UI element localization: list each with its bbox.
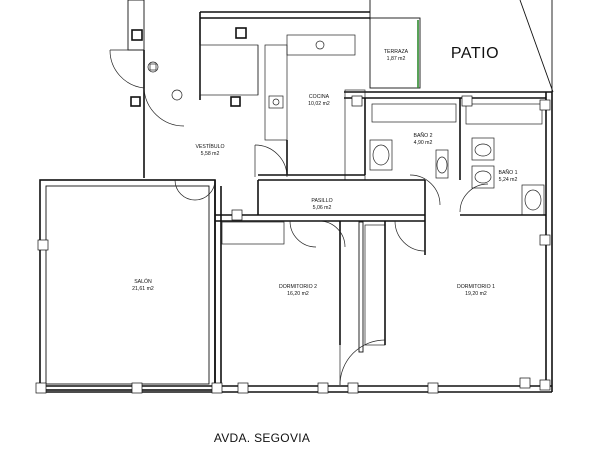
salon-area: 21,61 m2	[132, 286, 154, 292]
bano1-fixtures	[459, 103, 546, 216]
bano1-area: 5,24 m2	[499, 177, 518, 183]
cocina-area: 10,02 m2	[308, 101, 330, 107]
exterior-walls	[39, 0, 553, 393]
dormitorio1-area: 19,20 m2	[465, 291, 487, 297]
terraza-area	[369, 17, 421, 89]
interior-walls	[214, 179, 426, 392]
vestibulo-fixtures	[109, 49, 288, 178]
salon-name: SALÓN	[134, 278, 152, 285]
facade-windows	[35, 95, 551, 394]
terraza-area-value: 1,87 m2	[387, 56, 406, 62]
bano2-name: BAÑO 2	[413, 132, 432, 139]
patio-label: PATIO	[451, 45, 499, 62]
bano1-name: BAÑO 1	[498, 169, 517, 176]
vestibulo-area: 5,58 m2	[201, 151, 220, 157]
bano2-area: 4,90 m2	[414, 140, 433, 146]
vestibulo-name: VESTÍBULO	[195, 143, 224, 150]
terraza-name: TERRAZA	[384, 49, 409, 55]
patio-boundary	[369, 0, 554, 93]
dormitorio2-area: 16,20 m2	[287, 291, 309, 297]
pasillo-name: PASILLO	[311, 198, 332, 204]
cocina-name: COCINA	[309, 94, 330, 100]
room-labels: COCINA 10,02 m2 TERRAZA 1,87 m2 BAÑO 2 4…	[132, 45, 517, 445]
street-label: AVDA. SEGOVIA	[214, 431, 310, 445]
kitchen-fixtures	[199, 27, 366, 181]
interior-doors	[174, 179, 426, 386]
dormitorio1-name: DORMITORIO 1	[457, 284, 495, 290]
pasillo-area: 5,06 m2	[313, 205, 332, 211]
dormitorio2-name: DORMITORIO 2	[279, 284, 317, 290]
bano2-fixtures	[364, 98, 461, 206]
